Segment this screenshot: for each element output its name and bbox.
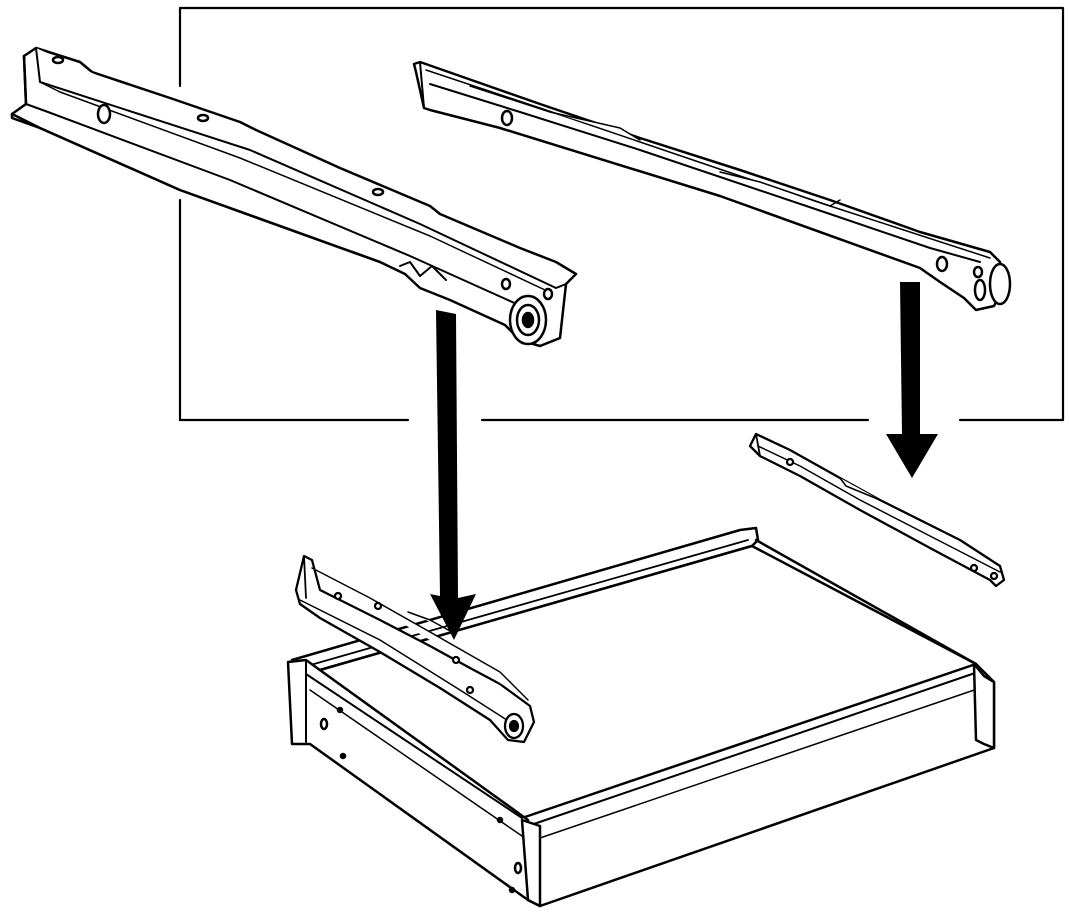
roller-wheel (973, 262, 1012, 306)
lower-right-drawer-rail (748, 432, 1006, 588)
upper-left-slide-rail (10, 46, 578, 348)
rail-hole (51, 55, 65, 65)
rail-hole (500, 277, 512, 291)
rail-hole (500, 109, 514, 127)
rail-hole (935, 255, 949, 273)
upper-right-slide-rail (412, 60, 1012, 312)
screw-hole (508, 886, 516, 894)
lower-left-drawer-rail (294, 554, 536, 744)
left-down-arrow (430, 310, 476, 640)
rail-hole (96, 103, 112, 125)
right-down-arrow (886, 282, 938, 478)
screw-hole (336, 706, 344, 714)
screw-hole (496, 816, 504, 824)
screw-hole (513, 861, 523, 875)
drawer-box (286, 526, 996, 908)
roller-wheel (508, 294, 548, 346)
screw-hole (339, 752, 347, 760)
rail-hole (371, 187, 385, 197)
screw-hole (319, 717, 329, 731)
roller-wheel (503, 712, 525, 740)
rail-hole (196, 113, 210, 123)
cabinet-outline-frame (178, 6, 1065, 422)
rail-hole (972, 265, 984, 279)
rail-hole (542, 287, 554, 301)
